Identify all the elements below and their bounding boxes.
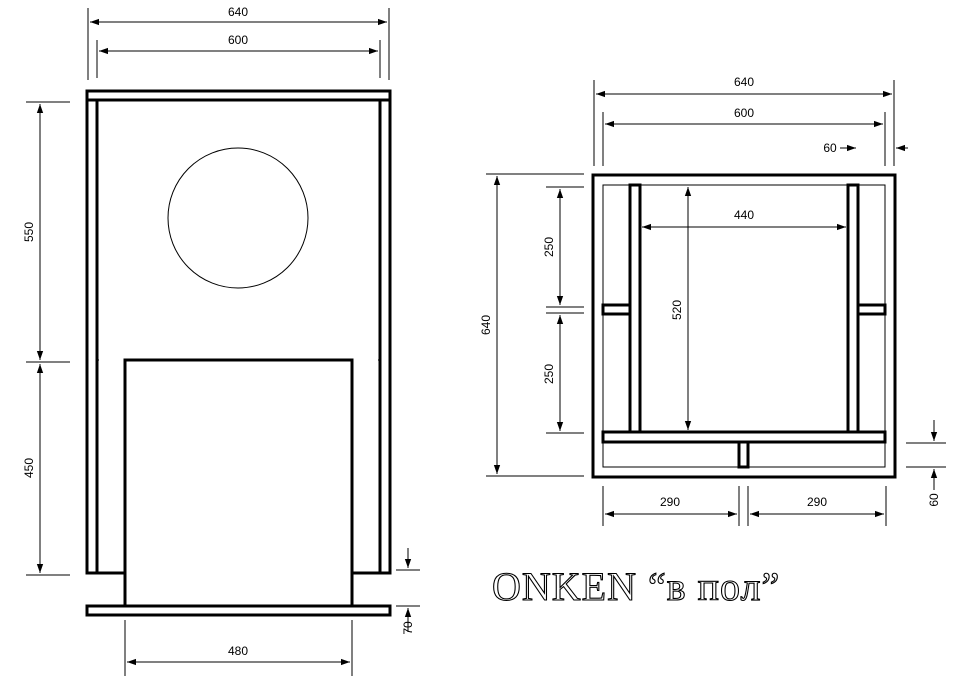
front-right-wall xyxy=(378,98,392,575)
front-height-upper-label: 550 xyxy=(22,222,36,242)
front-left-wall xyxy=(85,98,99,575)
side-bottom-left-label: 290 xyxy=(660,495,680,509)
front-port-width-label: 480 xyxy=(228,644,248,658)
front-height-lower-label: 450 xyxy=(22,458,36,478)
side-height-label: 640 xyxy=(479,315,493,335)
side-bottom-thickness-label: 60 xyxy=(927,493,941,507)
front-plinth xyxy=(85,604,392,617)
side-center-divider xyxy=(737,440,750,469)
front-port-opening xyxy=(123,358,354,608)
front-plinth-label: 70 xyxy=(401,621,415,635)
side-chamber-upper-label: 250 xyxy=(542,237,556,257)
side-view xyxy=(591,173,897,479)
front-top-panel xyxy=(85,89,392,102)
speaker-cutout xyxy=(167,147,309,289)
side-inner-height-label: 520 xyxy=(670,300,684,320)
side-width-outer-label: 640 xyxy=(734,75,754,89)
front-dimensions: 640 600 550 450 480 70 xyxy=(22,5,420,676)
front-width-outer-label: 640 xyxy=(228,5,248,19)
side-offset-label: 60 xyxy=(823,141,837,155)
side-outer-frame xyxy=(591,173,897,479)
side-dimensions: 640 600 60 640 250 250 440 520 xyxy=(479,75,946,526)
side-width-inner-label: 600 xyxy=(734,106,754,120)
front-view xyxy=(85,89,392,617)
drawing-title: ONKEN “в пол” xyxy=(492,564,780,609)
side-bottom-right-label: 290 xyxy=(807,495,827,509)
side-chamber-lower-label: 250 xyxy=(542,364,556,384)
side-right-bracket xyxy=(856,303,887,316)
side-left-bracket xyxy=(601,303,632,316)
front-width-inner-label: 600 xyxy=(228,33,248,47)
side-inner-width-label: 440 xyxy=(734,208,754,222)
